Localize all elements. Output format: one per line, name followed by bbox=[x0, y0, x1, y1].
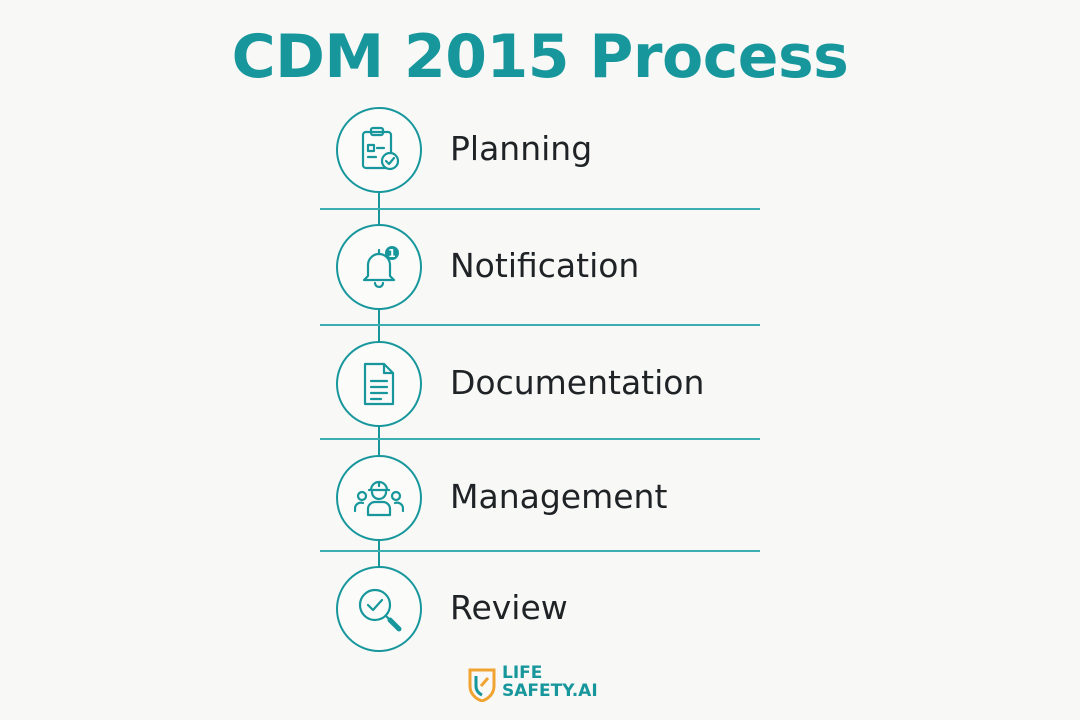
step-divider bbox=[320, 324, 760, 326]
step-label: Review bbox=[450, 588, 568, 627]
step-divider bbox=[320, 208, 760, 210]
magnifier-check-icon bbox=[358, 588, 402, 632]
shield-logo-icon bbox=[468, 668, 496, 702]
step-icon-circle: 1 bbox=[336, 224, 422, 310]
step-label: Planning bbox=[450, 129, 593, 168]
step-icon-circle bbox=[336, 341, 422, 427]
team-hardhat-icon bbox=[354, 480, 404, 517]
step-label: Documentation bbox=[450, 363, 705, 402]
logo-line-2: SAFETY.AI bbox=[502, 681, 598, 701]
step-divider bbox=[320, 438, 760, 440]
step-notification: 1 Notification bbox=[336, 224, 776, 310]
step-documentation: Documentation bbox=[336, 341, 776, 427]
document-icon bbox=[363, 362, 395, 406]
step-icon-circle bbox=[336, 566, 422, 652]
step-icon-circle bbox=[336, 455, 422, 541]
step-divider bbox=[320, 550, 760, 552]
bell-notification-icon: 1 bbox=[362, 246, 399, 289]
step-planning: Planning bbox=[336, 107, 776, 193]
life-safety-logo: LIFE SAFETY.AI bbox=[468, 664, 628, 708]
step-icon-circle bbox=[336, 107, 422, 193]
logo-text: LIFE SAFETY.AI bbox=[502, 664, 598, 700]
step-management: Management bbox=[336, 455, 776, 541]
step-label: Notification bbox=[450, 246, 640, 285]
clipboard-check-icon bbox=[361, 126, 400, 171]
page-title: CDM 2015 Process bbox=[231, 22, 849, 92]
step-review: Review bbox=[336, 566, 776, 652]
logo-line-1: LIFE bbox=[502, 663, 543, 683]
notification-badge: 1 bbox=[388, 247, 396, 260]
step-label: Management bbox=[450, 477, 668, 516]
